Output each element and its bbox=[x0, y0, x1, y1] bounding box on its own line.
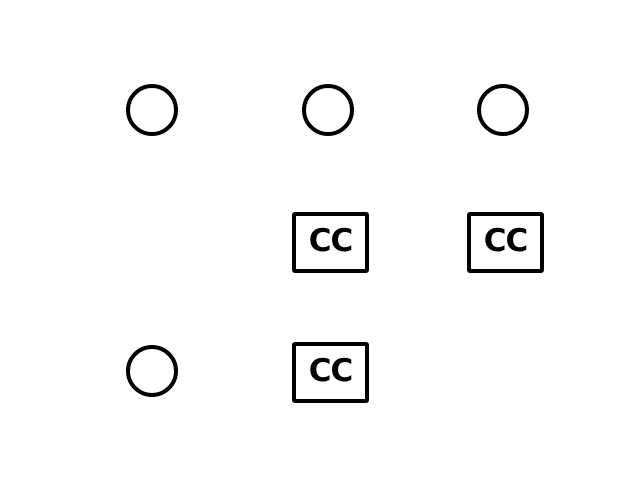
circle-icon bbox=[477, 84, 529, 136]
circle-icon bbox=[126, 345, 178, 397]
closed-captions-icon: CC bbox=[292, 212, 369, 273]
circle-icon bbox=[302, 84, 354, 136]
closed-captions-icon: CC bbox=[467, 212, 544, 273]
cc-label: CC bbox=[483, 223, 529, 259]
circle-icon bbox=[126, 84, 178, 136]
cc-label: CC bbox=[308, 223, 354, 259]
cc-label: CC bbox=[308, 353, 354, 389]
closed-captions-icon: CC bbox=[292, 342, 369, 403]
